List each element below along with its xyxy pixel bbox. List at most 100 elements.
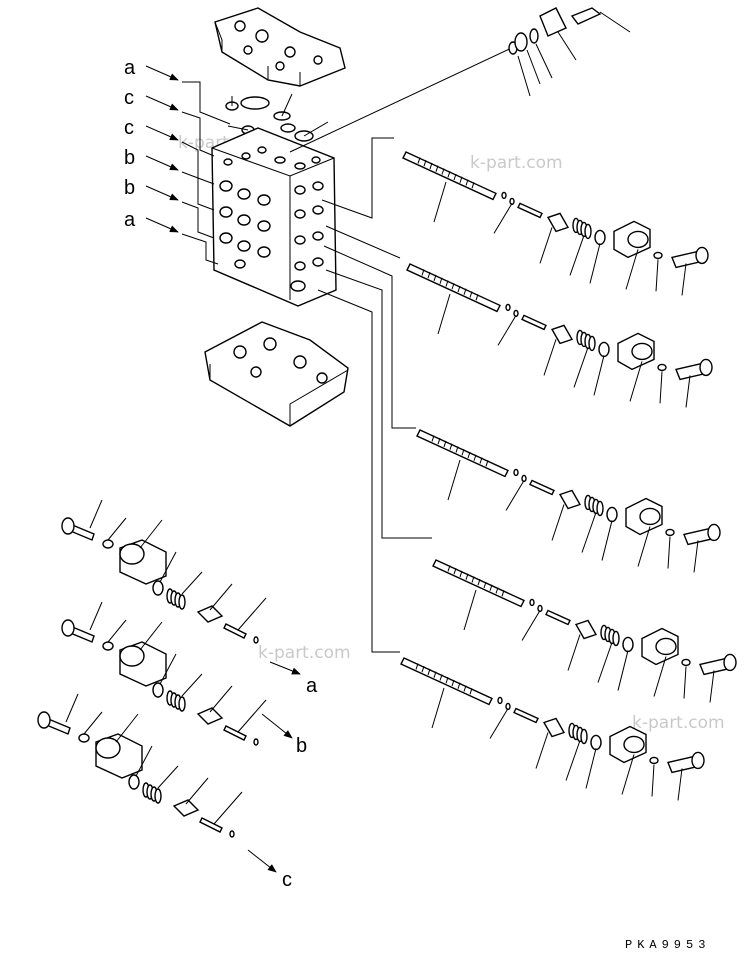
o-ring (590, 734, 602, 751)
bolt-head (37, 711, 51, 729)
spool-row-5 (400, 657, 705, 801)
ring (505, 303, 511, 312)
cap-boss (119, 645, 145, 667)
callout-b-1: b (124, 147, 135, 169)
bolt-head (61, 619, 75, 637)
ring (509, 197, 515, 206)
washer (657, 363, 667, 372)
callout-b-2: b (124, 177, 135, 199)
control-valve-body (211, 127, 337, 307)
o-ring (594, 229, 606, 246)
cap-boss (623, 735, 645, 754)
watermark-3: k-part.com (632, 713, 725, 733)
watermark-2: k-part.com (258, 643, 351, 663)
o-ring (606, 506, 618, 523)
seat (196, 605, 224, 623)
bolt-head (61, 517, 75, 535)
spool-row-2 (406, 263, 713, 408)
bolt-head (691, 751, 705, 770)
washer (681, 658, 691, 667)
ring (537, 604, 543, 613)
left-cap-row-2 (61, 601, 267, 746)
left-cap-assemblies (37, 499, 267, 838)
spool-row-4 (432, 559, 737, 703)
ring (253, 738, 259, 746)
callout-a-bottom: a (306, 675, 318, 697)
watermark-1: k-part.com (470, 153, 563, 173)
ring (497, 696, 503, 705)
bottom-callouts: a b c (247, 661, 318, 891)
cap-boss (631, 342, 653, 361)
ring (501, 191, 507, 200)
ring (253, 636, 259, 644)
washer (665, 528, 675, 537)
stopper (529, 479, 555, 496)
spool-row-1 (402, 151, 709, 296)
o-ring (622, 636, 634, 653)
callout-b-bottom: b (296, 735, 307, 757)
spring-coil (612, 630, 620, 647)
spool-row-3 (416, 429, 721, 573)
stopper (545, 609, 571, 626)
ring (229, 830, 235, 838)
bottom-cover-plate (204, 321, 349, 427)
spring-coil (580, 728, 588, 745)
left-cap-row-3 (37, 693, 243, 838)
cap-boss (95, 737, 121, 759)
o-ring (128, 774, 140, 790)
stopper (517, 202, 543, 219)
seat (196, 707, 224, 725)
stopper (513, 707, 539, 724)
spring-coil (178, 696, 186, 712)
left-cap-row-1 (61, 499, 267, 644)
washer (653, 251, 663, 260)
cap-boss (627, 230, 649, 249)
stopper (223, 725, 247, 741)
washer (102, 539, 114, 549)
o-ring (598, 341, 610, 358)
o-ring (152, 682, 164, 698)
ring (529, 598, 535, 607)
top-right-relief-parts (508, 7, 631, 97)
washer (102, 641, 114, 651)
washer (78, 733, 90, 743)
bolt-head (707, 523, 721, 542)
spool (406, 263, 501, 313)
top-cover-plate (214, 7, 346, 87)
washer (649, 756, 659, 765)
seat (546, 212, 570, 233)
spool-assemblies (400, 151, 737, 801)
spring-coil (154, 788, 162, 804)
spool-leader-lines (289, 43, 521, 653)
o-ring (152, 580, 164, 596)
ring (513, 309, 519, 318)
seat (558, 489, 582, 510)
cap-boss (639, 507, 661, 526)
spring-coil (588, 335, 596, 352)
figure-code: PKA9953 (625, 938, 710, 952)
stopper (223, 623, 247, 639)
callout-a-2: a (124, 209, 136, 231)
cap-boss (119, 543, 145, 565)
callout-c-2: c (124, 117, 134, 139)
left-callouts: a c c b b a (124, 57, 231, 265)
seat (574, 619, 598, 640)
bolt-head (695, 246, 709, 265)
bolt-head (723, 653, 737, 672)
bolt-head (699, 358, 713, 377)
ring (513, 468, 519, 477)
stopper (521, 314, 547, 331)
callout-a-1: a (124, 57, 136, 79)
seat (172, 799, 200, 817)
callout-c-bottom: c (282, 869, 292, 891)
stopper (199, 817, 223, 833)
seat (542, 717, 566, 738)
spring-coil (178, 594, 186, 610)
callout-c-1: c (124, 87, 134, 109)
ring (521, 474, 527, 483)
spring-coil (596, 500, 604, 517)
ring (505, 702, 511, 711)
seat (550, 324, 574, 345)
cap-boss (655, 637, 677, 656)
